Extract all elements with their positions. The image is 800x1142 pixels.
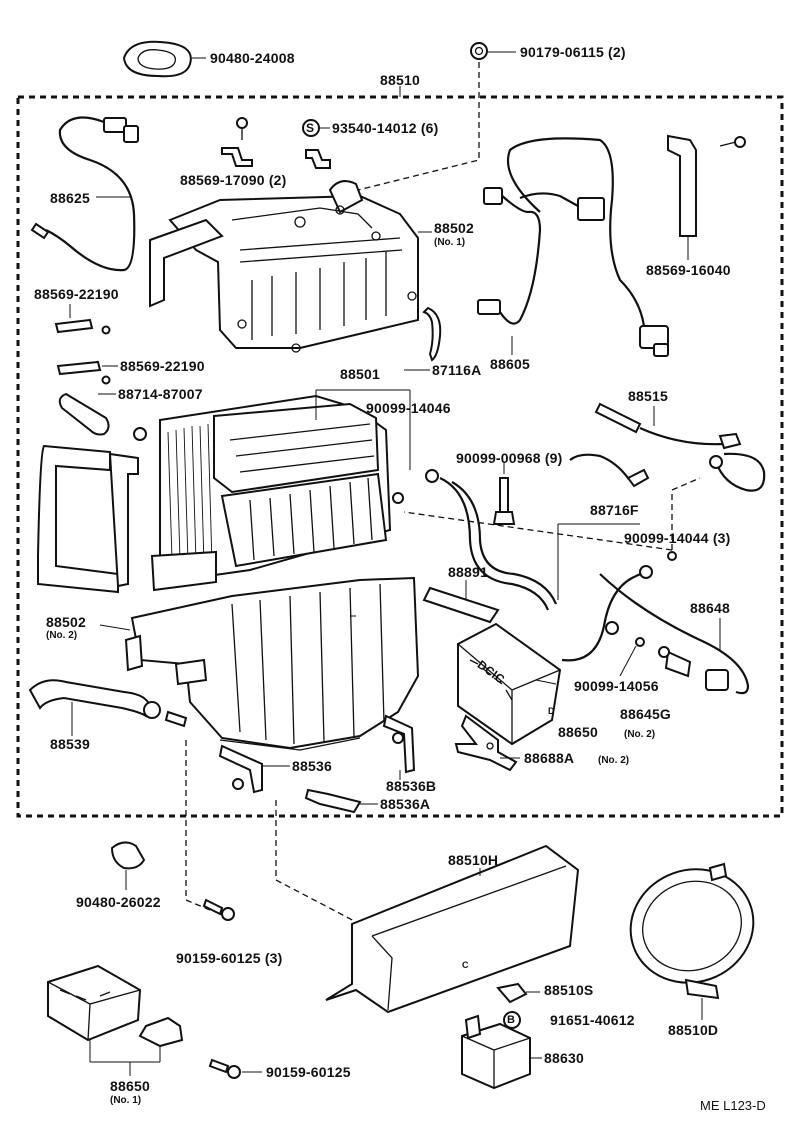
amplifier-88650-no1 <box>47 964 184 1076</box>
frame-left <box>37 444 139 594</box>
assembly-frame <box>16 95 784 818</box>
clip-88510S <box>496 982 528 1004</box>
ring-88510D <box>629 862 755 1020</box>
relay-88630 <box>461 1014 542 1090</box>
label-88650-no1: 88650 <box>110 1078 150 1094</box>
duct-cover-88510H <box>325 844 580 1014</box>
tube-88714 <box>58 392 116 436</box>
bracket-88536B <box>382 714 416 774</box>
nut-top <box>349 42 516 193</box>
label-88502-no2: 88502 <box>46 614 86 630</box>
wire-small <box>569 453 635 485</box>
label-88650-no2-sub: (No. 2) <box>624 729 656 740</box>
label-88510: 88510 <box>380 72 420 88</box>
grommet-top <box>122 40 206 78</box>
label-88510D: 88510D <box>668 1022 719 1038</box>
b-circle <box>503 1011 521 1029</box>
amplifier-88650-no2 <box>457 622 562 746</box>
screw-top <box>236 117 248 140</box>
label-88688A: 88688A <box>524 750 575 766</box>
lower-case-88502 <box>99 550 420 751</box>
label-90099-14056: 90099-14056 <box>574 678 659 694</box>
label-90099-14044: 90099-14044 (3) <box>624 530 731 546</box>
grommet-90480-26022 <box>110 841 146 890</box>
label-90099-14046: 90099-14046 <box>366 400 451 416</box>
switch-88645G <box>658 646 692 678</box>
harness-88605 <box>477 187 605 355</box>
label-88569-16040: 88569-16040 <box>646 262 731 278</box>
label-88716F: 88716F <box>590 502 639 518</box>
bracket-88569-16040 <box>667 134 746 260</box>
label-88502-no1-sub: (No. 1) <box>434 237 466 248</box>
label-88569-22190-b: 88569-22190 <box>120 358 205 374</box>
sensor-88515 <box>594 402 766 492</box>
pin-lower <box>56 360 118 385</box>
label-91651-40612: 91651-40612 <box>550 1012 635 1028</box>
b-symbol: B <box>507 1014 516 1026</box>
harness-88625 <box>30 116 139 272</box>
bracket-88536A <box>304 788 378 814</box>
label-88714-87007: 88714-87007 <box>118 386 203 402</box>
label-88648: 88648 <box>690 600 730 616</box>
hose-88539 <box>28 679 188 736</box>
pipe-88716F <box>425 469 653 662</box>
harness-upper-right <box>506 137 669 357</box>
label-88625: 88625 <box>50 190 90 206</box>
harness-88648 <box>599 573 750 695</box>
bracket-88536 <box>218 744 290 794</box>
clip-90099-14044 <box>667 551 677 561</box>
label-88569-22190-a: 88569-22190 <box>34 286 119 302</box>
clip-90099-14056 <box>635 637 645 647</box>
label-88536B: 88536B <box>386 778 437 794</box>
label-88650-no1-sub: (No. 1) <box>110 1095 142 1106</box>
label-88536: 88536 <box>292 758 332 774</box>
label-88891: 88891 <box>448 564 488 580</box>
label-90179-06115: 90179-06115 (2) <box>520 44 626 60</box>
clip-90099-14046 <box>392 492 404 504</box>
label-90159-60125-3: 90159-60125 (3) <box>176 950 283 966</box>
upper-case-88502 <box>149 180 432 353</box>
label-88510H: 88510H <box>448 852 499 868</box>
label-88502-no2-sub: (No. 2) <box>46 630 78 641</box>
screw-90159-60125-3 <box>202 898 235 921</box>
label-88510S: 88510S <box>544 982 594 998</box>
label-88645G: 88645G <box>620 706 672 722</box>
label-93540-14012: 93540-14012 (6) <box>332 120 439 136</box>
label-88515: 88515 <box>628 388 668 404</box>
footer-code: ME L123-D <box>700 1098 766 1113</box>
evaporator-88501 <box>133 389 411 582</box>
chip-letter-c: C <box>462 960 469 970</box>
label-90159-60125: 90159-60125 <box>266 1064 351 1080</box>
clip-87116A <box>422 306 442 362</box>
seal-88891 <box>422 580 500 624</box>
chip-letter-d: D <box>548 706 555 716</box>
clip-88569-17090 <box>221 147 331 169</box>
label-87116A: 87116A <box>432 362 482 378</box>
label-90480-24008: 90480-24008 <box>210 50 295 66</box>
label-90480-26022: 90480-26022 <box>76 894 161 910</box>
label-88501: 88501 <box>340 366 380 382</box>
screw-90159-60125 <box>208 1058 262 1079</box>
label-88688A-sub: (No. 2) <box>598 755 630 766</box>
label-88569-17090: 88569-17090 (2) <box>180 172 287 188</box>
label-88630: 88630 <box>544 1050 584 1066</box>
label-90099-00968: 90099-00968 (9) <box>456 450 563 466</box>
pin-upper <box>54 304 111 335</box>
bolt-90099-00968 <box>492 462 516 525</box>
bracket-88688A <box>454 714 520 772</box>
s-symbol: S <box>306 121 315 135</box>
label-88539: 88539 <box>50 736 90 752</box>
label-88502-no1: 88502 <box>434 220 474 236</box>
s-circle <box>302 119 320 137</box>
label-88605: 88605 <box>490 356 530 372</box>
label-88650-no2: 88650 <box>558 724 598 740</box>
label-88536A: 88536A <box>380 796 431 812</box>
